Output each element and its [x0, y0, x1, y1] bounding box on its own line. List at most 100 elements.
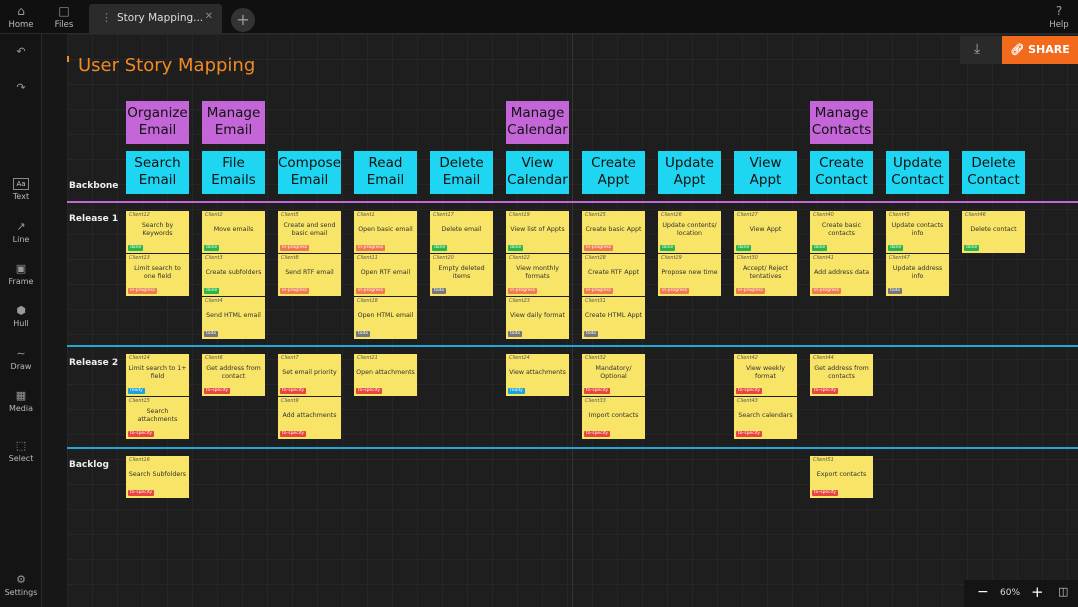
- activity-card[interactable]: Manage Email: [202, 101, 265, 144]
- step-card[interactable]: View Calendar: [506, 151, 569, 194]
- step-card[interactable]: View Appt: [734, 151, 797, 194]
- step-card[interactable]: Read Email: [354, 151, 417, 194]
- status-badge: ready: [128, 388, 145, 394]
- title-marker: [67, 56, 69, 62]
- tab-story-mapping[interactable]: ⋮ Story Mapping... ✕: [89, 4, 222, 34]
- home-button[interactable]: ⌂ Home: [0, 0, 42, 34]
- frame-tool-label: Frame: [8, 277, 34, 286]
- gear-icon: ⚙: [16, 573, 26, 586]
- undo-button[interactable]: ↶: [0, 46, 42, 58]
- step-card[interactable]: Delete Contact: [962, 151, 1025, 194]
- status-badge: in-progress: [812, 288, 842, 294]
- card-id: Client44: [813, 355, 834, 361]
- zoom-in-button[interactable]: +: [1031, 583, 1044, 601]
- settings-button[interactable]: ⚙Settings: [0, 573, 42, 598]
- status-badge: in-progress: [736, 288, 766, 294]
- share-button[interactable]: 🔗︎ SHARE: [1002, 36, 1078, 64]
- download-icon[interactable]: ⤓: [974, 41, 981, 57]
- activity-card[interactable]: Manage Calendar: [506, 101, 569, 144]
- card-id: Client33: [585, 398, 606, 404]
- board-title[interactable]: User Story Mapping: [78, 55, 256, 76]
- card-id: Client2: [205, 212, 223, 218]
- draw-tool[interactable]: ∼Draw: [0, 348, 42, 372]
- hull-tool[interactable]: ⬢Hull: [0, 305, 42, 329]
- step-card[interactable]: Update Appt: [658, 151, 721, 194]
- tab-menu-icon[interactable]: ⋮: [101, 11, 112, 24]
- status-badge: to-specify: [812, 388, 839, 394]
- map-icon[interactable]: ◫: [1058, 585, 1069, 598]
- zoom-out-button[interactable]: −: [977, 584, 989, 600]
- backlog-line[interactable]: [67, 447, 1078, 449]
- activity-card[interactable]: Organize Email: [126, 101, 189, 144]
- step-card[interactable]: File Emails: [202, 151, 265, 194]
- select-tool[interactable]: ⬚Select: [0, 440, 42, 464]
- card-text: Open attachments: [356, 369, 415, 376]
- activity-card[interactable]: Manage Contacts: [810, 101, 873, 144]
- frame-tool[interactable]: ▣Frame: [0, 263, 42, 287]
- step-card[interactable]: Search Email: [126, 151, 189, 194]
- step-card[interactable]: Create Appt: [582, 151, 645, 194]
- step-card[interactable]: Compose Email: [278, 151, 341, 194]
- files-button[interactable]: □ Files: [43, 0, 85, 34]
- add-tab-button[interactable]: +: [231, 8, 255, 32]
- step-card[interactable]: Update Contact: [886, 151, 949, 194]
- step-card[interactable]: Create Contact: [810, 151, 873, 194]
- help-button[interactable]: ? Help: [1038, 0, 1078, 34]
- redo-button[interactable]: ↷: [0, 82, 42, 94]
- line-tool[interactable]: ↗Line: [0, 221, 42, 245]
- status-badge: in-progress: [584, 245, 614, 251]
- release-1-line[interactable]: [67, 201, 1078, 203]
- card-id: Client14: [129, 355, 150, 361]
- canvas-scrollbar[interactable]: [42, 34, 67, 607]
- status-badge: in-progress: [356, 245, 386, 251]
- close-tab-icon[interactable]: ✕: [204, 11, 213, 22]
- card-text: Limit search to one field: [134, 265, 181, 280]
- step-card[interactable]: Delete Email: [430, 151, 493, 194]
- release-2-line[interactable]: [67, 345, 1078, 347]
- text-tool-label: Text: [12, 192, 30, 201]
- media-tool[interactable]: ▦Media: [0, 390, 42, 414]
